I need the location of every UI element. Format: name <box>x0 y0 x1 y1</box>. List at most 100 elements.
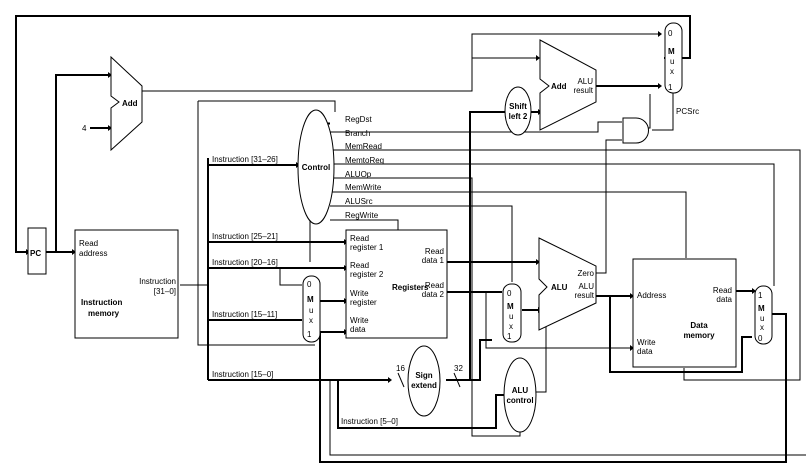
sign-extend-label-2: extend <box>411 381 437 390</box>
instruction-memory-title-2: memory <box>88 309 120 318</box>
mux-memtoreg: 1 M u x 0 <box>754 285 773 345</box>
wire-pcsrc-ctrl <box>652 93 674 131</box>
registers-title: Registers <box>392 283 429 292</box>
field-imm: Instruction [15–0] <box>212 370 273 379</box>
mux-letter: x <box>509 322 513 331</box>
arrowhead <box>72 249 76 255</box>
wire-alu-result-bypass <box>609 296 752 373</box>
mux-alusrc: 0 M u x 1 <box>502 283 522 343</box>
arrowhead <box>536 55 540 61</box>
mux-pcsrc: 0 M u x 1 <box>664 22 683 94</box>
register-file: Read register 1 Read register 2 Write re… <box>345 229 448 339</box>
mem-write-data-label-2: data <box>637 347 653 356</box>
field-op: Instruction [31–26] <box>212 155 278 164</box>
and-gate <box>622 117 649 144</box>
control-label: Control <box>302 163 330 172</box>
read-register-2-label: Read <box>350 261 369 270</box>
arrowhead <box>630 293 634 299</box>
mux-input-0: 0 <box>307 280 312 289</box>
mem-read-data-label: Read <box>713 286 732 295</box>
mux-input-0: 0 <box>668 29 673 38</box>
field-rd: Instruction [15–11] <box>212 310 277 319</box>
wire-funct <box>337 380 508 429</box>
instruction-port-range: [31–0] <box>154 287 176 296</box>
signal-alusrc: ALUSrc <box>345 197 373 206</box>
branch-adder: Add ALU result <box>539 39 597 131</box>
read-address-label-2: address <box>79 249 107 258</box>
shift-left-2-unit: Shift left 2 <box>504 86 532 136</box>
data-memory-title: Data <box>690 321 708 330</box>
write-data-label-2: data <box>350 325 366 334</box>
field-rs: Instruction [25–21] <box>212 232 278 241</box>
mux-letter: M <box>507 302 514 311</box>
wire-memtoreg <box>330 163 775 286</box>
read-data-1-label: Read <box>425 247 444 256</box>
field-funct: Instruction [5–0] <box>341 417 398 426</box>
mem-read-data-label-2: data <box>716 295 732 304</box>
arrowhead <box>752 288 756 294</box>
signal-aluop: ALUOp <box>345 170 372 179</box>
signal-regwrite: RegWrite <box>345 211 379 220</box>
data-memory-title-2: memory <box>683 331 715 340</box>
wire-memwrite <box>330 191 687 258</box>
signal-regdst: RegDst <box>345 115 372 124</box>
arrowhead <box>388 377 392 383</box>
wire-sign-ext-to-shift <box>469 111 506 380</box>
signal-branch: Branch <box>345 129 370 138</box>
control-unit: Control <box>297 109 335 225</box>
wire-regwrite <box>330 219 399 230</box>
mux-letter: u <box>309 306 313 315</box>
branch-adder-label: Add <box>551 82 567 91</box>
pc-register: PC <box>27 227 47 275</box>
write-register-label: Write <box>350 289 369 298</box>
pc-adder: Add <box>110 55 143 152</box>
arrowhead <box>536 259 540 265</box>
wire-zero <box>596 139 622 274</box>
sign-extend-unit: Sign extend 16 32 <box>396 345 463 417</box>
arrowhead <box>658 83 662 89</box>
alu: ALU Zero ALU result <box>538 237 597 331</box>
alu-result-label-2: result <box>574 291 594 300</box>
mem-write-data-label: Write <box>637 338 656 347</box>
bus-width-32: 32 <box>454 364 463 373</box>
field-rt: Instruction [20–16] <box>212 258 278 267</box>
instruction-port-label: Instruction <box>139 277 176 286</box>
constant-four-label: 4 <box>82 124 87 133</box>
wire-branch <box>330 121 622 133</box>
mux-input-0: 0 <box>758 334 763 343</box>
address-label: Address <box>637 291 666 300</box>
alu-control-label: ALU <box>512 386 529 395</box>
wire-alusrc <box>330 205 513 282</box>
bus-width-16: 16 <box>396 364 405 373</box>
write-data-label: Write <box>350 316 369 325</box>
wire-next-pc <box>15 15 691 253</box>
branch-adder-result-label: ALU <box>577 77 593 86</box>
mux-letter: u <box>760 314 764 323</box>
wire-pc-plus-4 <box>142 33 658 92</box>
data-memory: Address Write data Read data Data memory <box>632 258 737 368</box>
mux-letter: u <box>670 57 674 66</box>
arrowhead <box>108 125 112 131</box>
wire-rt-to-mux <box>279 268 302 286</box>
read-register-1-label: Read <box>350 234 369 243</box>
mux-letter: x <box>760 323 764 332</box>
mux-letter: M <box>307 295 314 304</box>
alu-label: ALU <box>551 283 568 292</box>
wire-instr-bus-top <box>198 100 336 112</box>
alu-control-label-2: control <box>506 396 533 405</box>
read-register-2-label-2: register 2 <box>350 270 384 279</box>
bus-width-slash <box>397 372 405 388</box>
write-register-label-2: register <box>350 298 377 307</box>
mux-letter: u <box>509 312 513 321</box>
mux-input-1: 1 <box>307 330 312 339</box>
wire-alu-control-out <box>532 320 547 393</box>
pc-label: PC <box>30 249 41 258</box>
branch-adder-result-label-2: result <box>573 86 593 95</box>
mux-input-1: 1 <box>668 83 673 92</box>
arrowhead <box>658 31 662 37</box>
instruction-memory-title: Instruction <box>81 298 122 307</box>
arrowhead <box>108 72 112 78</box>
read-data-2-label: Read <box>425 281 444 290</box>
